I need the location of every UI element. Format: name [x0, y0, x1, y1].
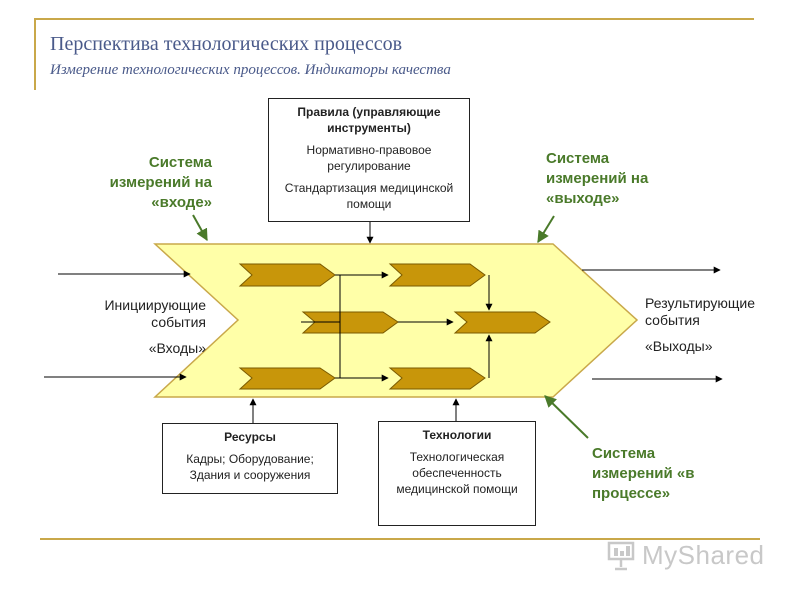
- step-2: [388, 263, 486, 287]
- input-events-text: Инициирующие события: [104, 297, 206, 330]
- step-1: [238, 263, 336, 287]
- measure-process-arrow: [544, 395, 589, 439]
- rules-box: Правила (управляющие инструменты) Нормат…: [268, 98, 470, 222]
- measure-input-label: Система измерений на «входе»: [109, 154, 212, 211]
- watermark-logo: MyShared: [606, 537, 765, 573]
- measure-output-label: Система измерений на «выходе»: [546, 150, 649, 207]
- measure-input-arrow: [192, 214, 208, 242]
- step-6: [388, 367, 486, 390]
- rules-line-2: Стандартизация медицинской помощи: [284, 181, 454, 211]
- outputs-text: «Выходы»: [645, 338, 713, 354]
- resources-text: Кадры; Оборудование; Здания и сооружения: [186, 452, 314, 482]
- technologies-heading: Технологии: [422, 428, 492, 442]
- slide-title: Перспектива технологических процессов: [50, 33, 403, 55]
- bottom-rule: [40, 538, 760, 540]
- top-rule: [34, 18, 754, 20]
- measure-output-arrow: [537, 215, 555, 244]
- step-5: [238, 367, 336, 390]
- rules-line-1: Нормативно-правовое регулирование: [306, 143, 432, 173]
- rules-heading: Правила (управляющие инструменты): [297, 105, 441, 135]
- resources-heading: Ресурсы: [224, 430, 276, 444]
- output-events-label: Результирующие события «Выходы»: [645, 295, 775, 355]
- step-4: [453, 311, 551, 334]
- technologies-text: Технологическая обеспеченность медицинск…: [396, 450, 518, 496]
- resources-box: Ресурсы Кадры; Оборудование; Здания и со…: [162, 423, 338, 494]
- measure-process-label: Система измерений «в процессе»: [592, 445, 695, 502]
- inputs-text: «Входы»: [148, 340, 206, 356]
- output-events-text: Результирующие события: [645, 295, 756, 328]
- slide-subtitle: Измерение технологических процессов. Инд…: [50, 62, 451, 78]
- input-events-label: Инициирующие события «Входы»: [78, 297, 206, 357]
- logo-text: MyShared: [642, 539, 765, 570]
- left-rule: [34, 18, 36, 90]
- technologies-box: Технологии Технологическая обеспеченност…: [378, 421, 536, 526]
- presentation-icon: [607, 541, 635, 571]
